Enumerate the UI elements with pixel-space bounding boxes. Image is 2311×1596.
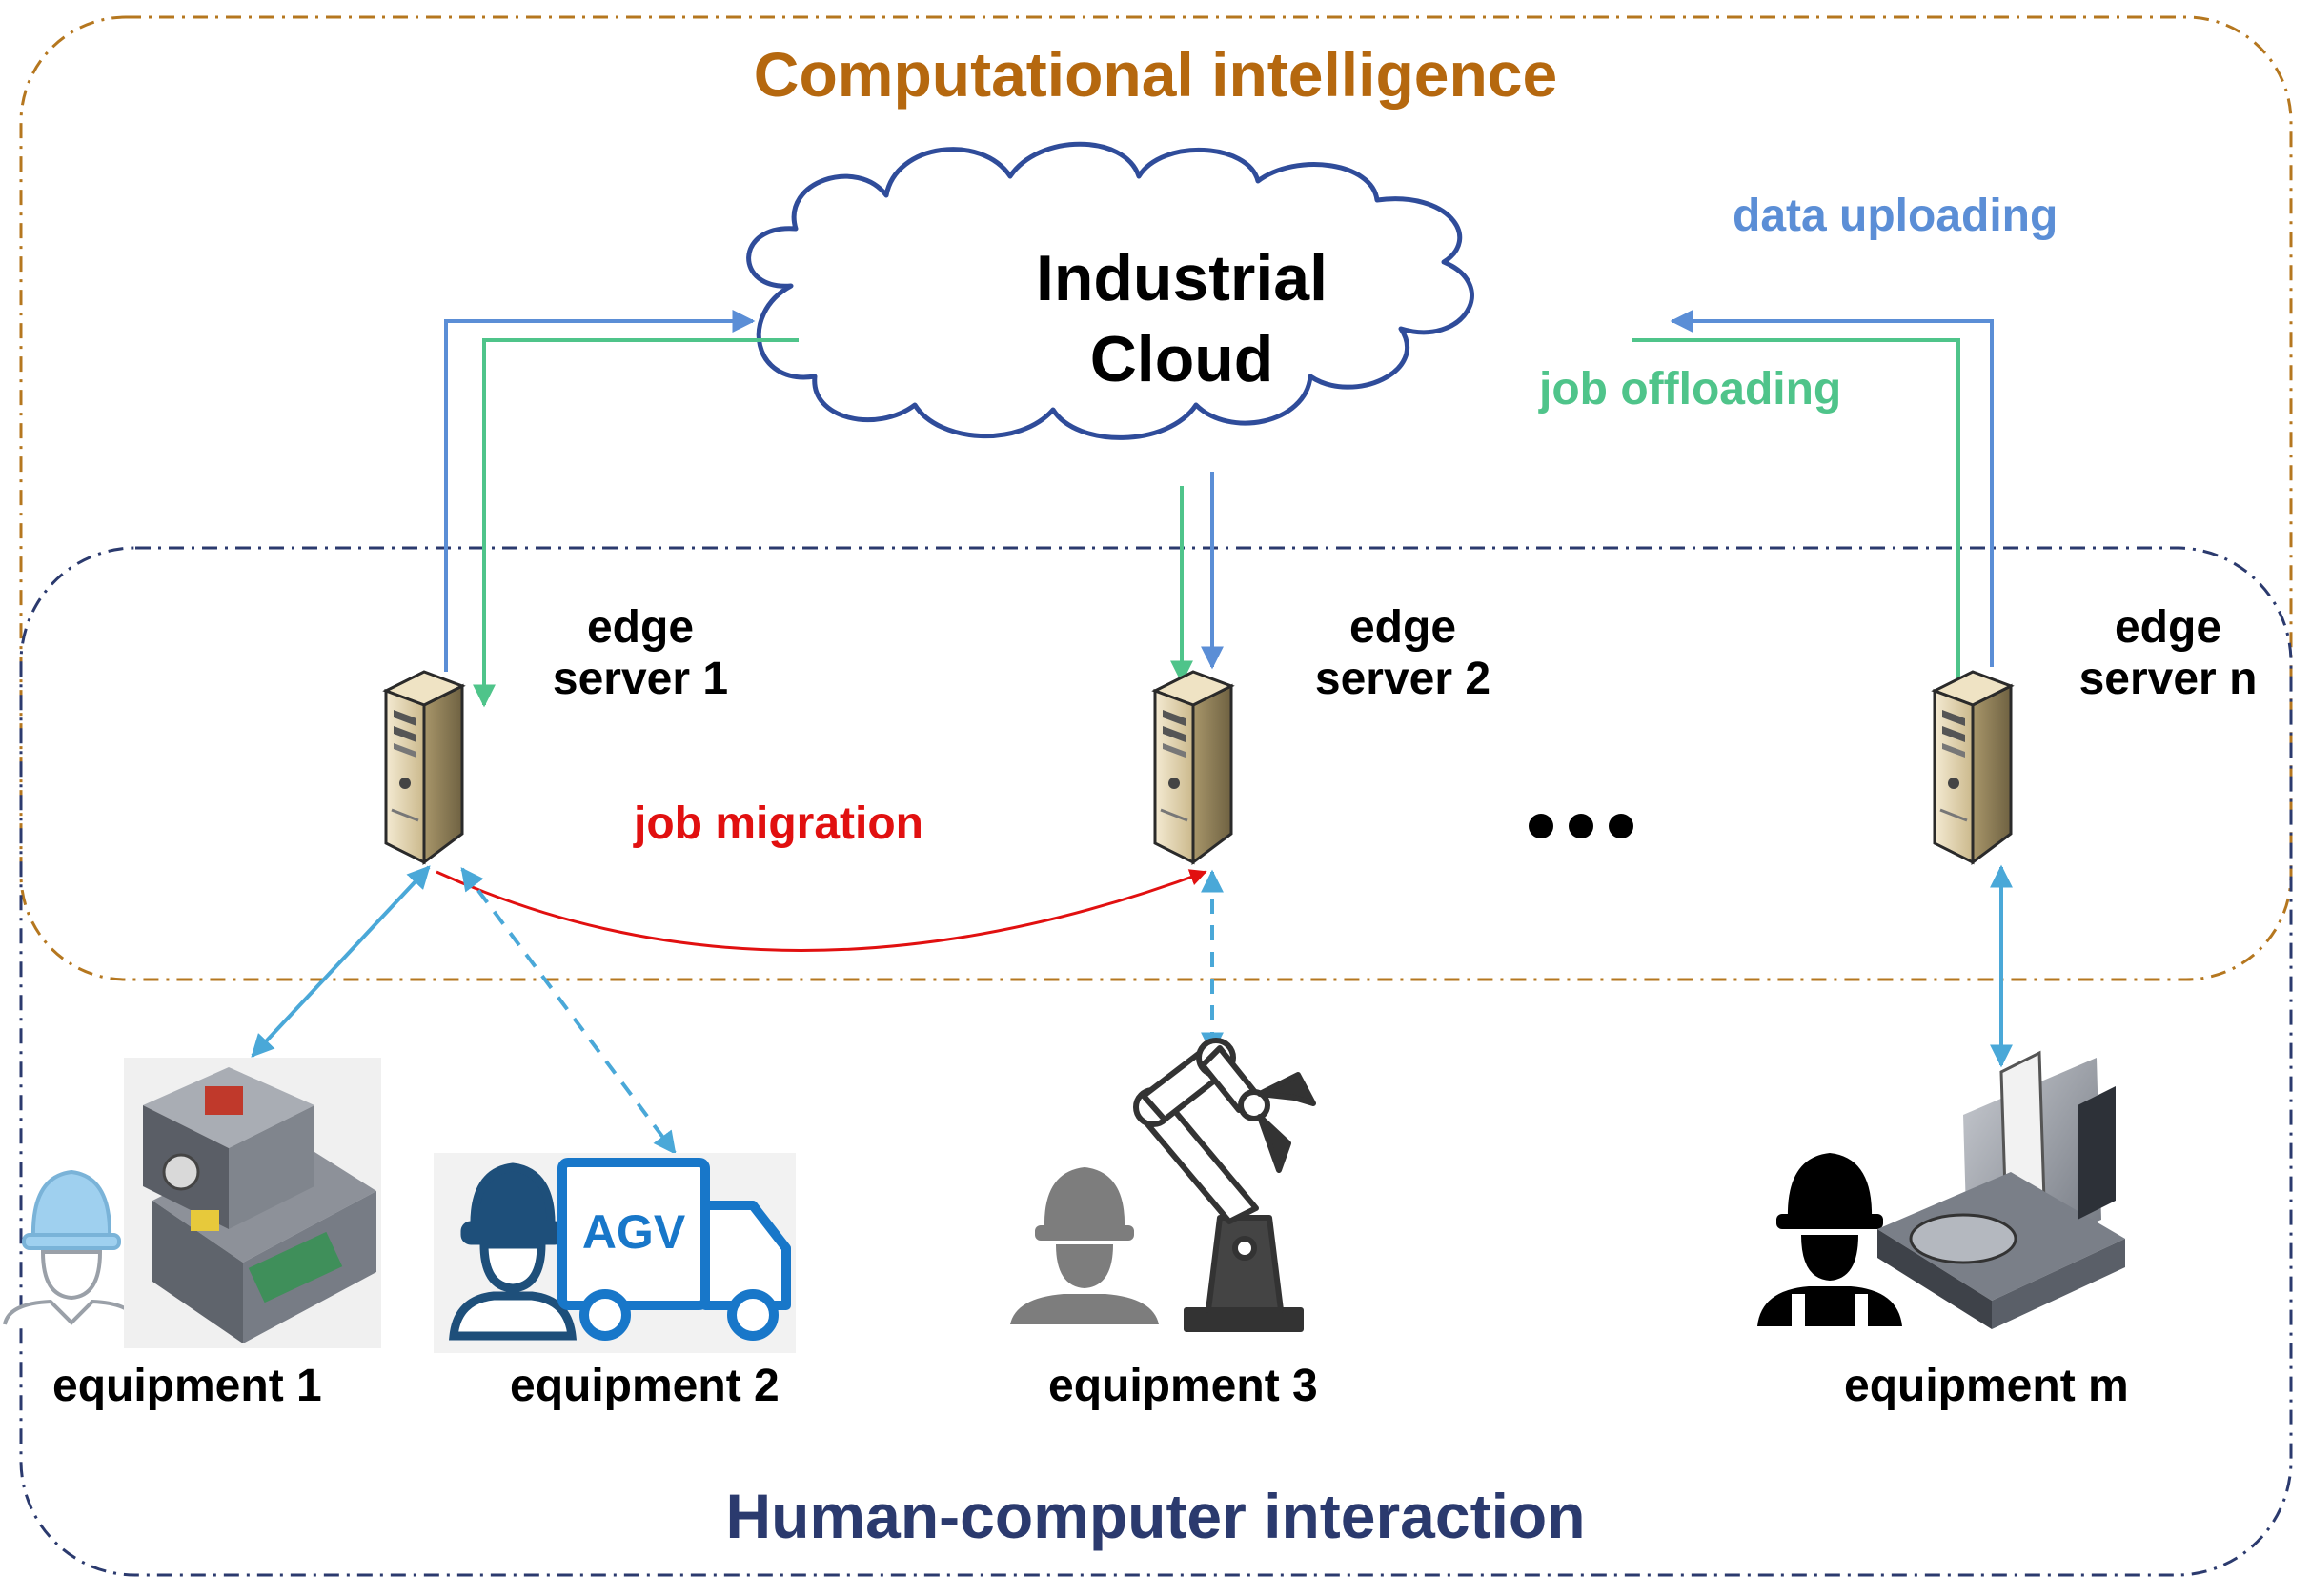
cnc-machine-icon	[1877, 1050, 2125, 1329]
edge-server-2-label: edge server 2	[1288, 602, 1517, 705]
edge-server-2-line2: server 2	[1314, 653, 1491, 704]
equipment-m-group	[1757, 1050, 2125, 1329]
edge-server-1-line1: edge	[586, 602, 695, 653]
edge-server-1-icon	[384, 665, 464, 864]
edge-server-2-line1: edge	[1348, 602, 1457, 653]
worker-icon	[448, 1162, 578, 1341]
computational-intelligence-title: Computational intelligence	[753, 39, 1558, 110]
edge-server-n-line1: edge	[2114, 602, 2222, 653]
edge-server-n-line2: server n	[2078, 653, 2258, 704]
edge-server-1-line2: server 1	[552, 653, 729, 704]
worker-icon	[1010, 1167, 1159, 1324]
job-migration-arrow	[436, 869, 1207, 952]
equipment-m-label: equipment m	[1844, 1361, 2129, 1411]
robot-arm-icon	[1133, 1038, 1316, 1332]
equipment-2-label: equipment 2	[510, 1361, 780, 1411]
edge-server-n-label: edge server n	[2054, 602, 2282, 705]
edge-server-n-icon	[1933, 665, 2013, 864]
cloud-label-line1: Industrial	[1035, 242, 1328, 314]
equipment-1-label: equipment 1	[52, 1361, 322, 1411]
agv-truck-icon	[557, 1158, 791, 1341]
equipment-1-group	[3, 1058, 381, 1348]
computational-intelligence-region	[19, 15, 2293, 981]
machine-icon	[124, 1058, 381, 1348]
ellipsis-icon	[1529, 814, 1633, 838]
edge-server-2-icon	[1153, 665, 1233, 864]
agv-label: AGV	[582, 1205, 686, 1259]
equipment-3-label: equipment 3	[1048, 1361, 1318, 1411]
industrial-cloud-label: Industrial Cloud	[991, 238, 1372, 400]
human-computer-interaction-title: Human-computer interaction	[725, 1481, 1586, 1551]
job-offloading-label: job offloading	[1539, 364, 1842, 414]
worker-icon	[3, 1169, 140, 1325]
data-uploading-label: data uploading	[1733, 191, 2058, 241]
cloud-icon	[746, 141, 1474, 440]
equipment-3-group	[1010, 1038, 1316, 1332]
cloud-label-line2: Cloud	[1089, 323, 1274, 395]
edge-server-1-label: edge server 1	[526, 602, 755, 705]
worker-icon	[1757, 1153, 1902, 1326]
equipment-2-group: AGV	[434, 1153, 796, 1353]
job-migration-label: job migration	[634, 798, 923, 849]
